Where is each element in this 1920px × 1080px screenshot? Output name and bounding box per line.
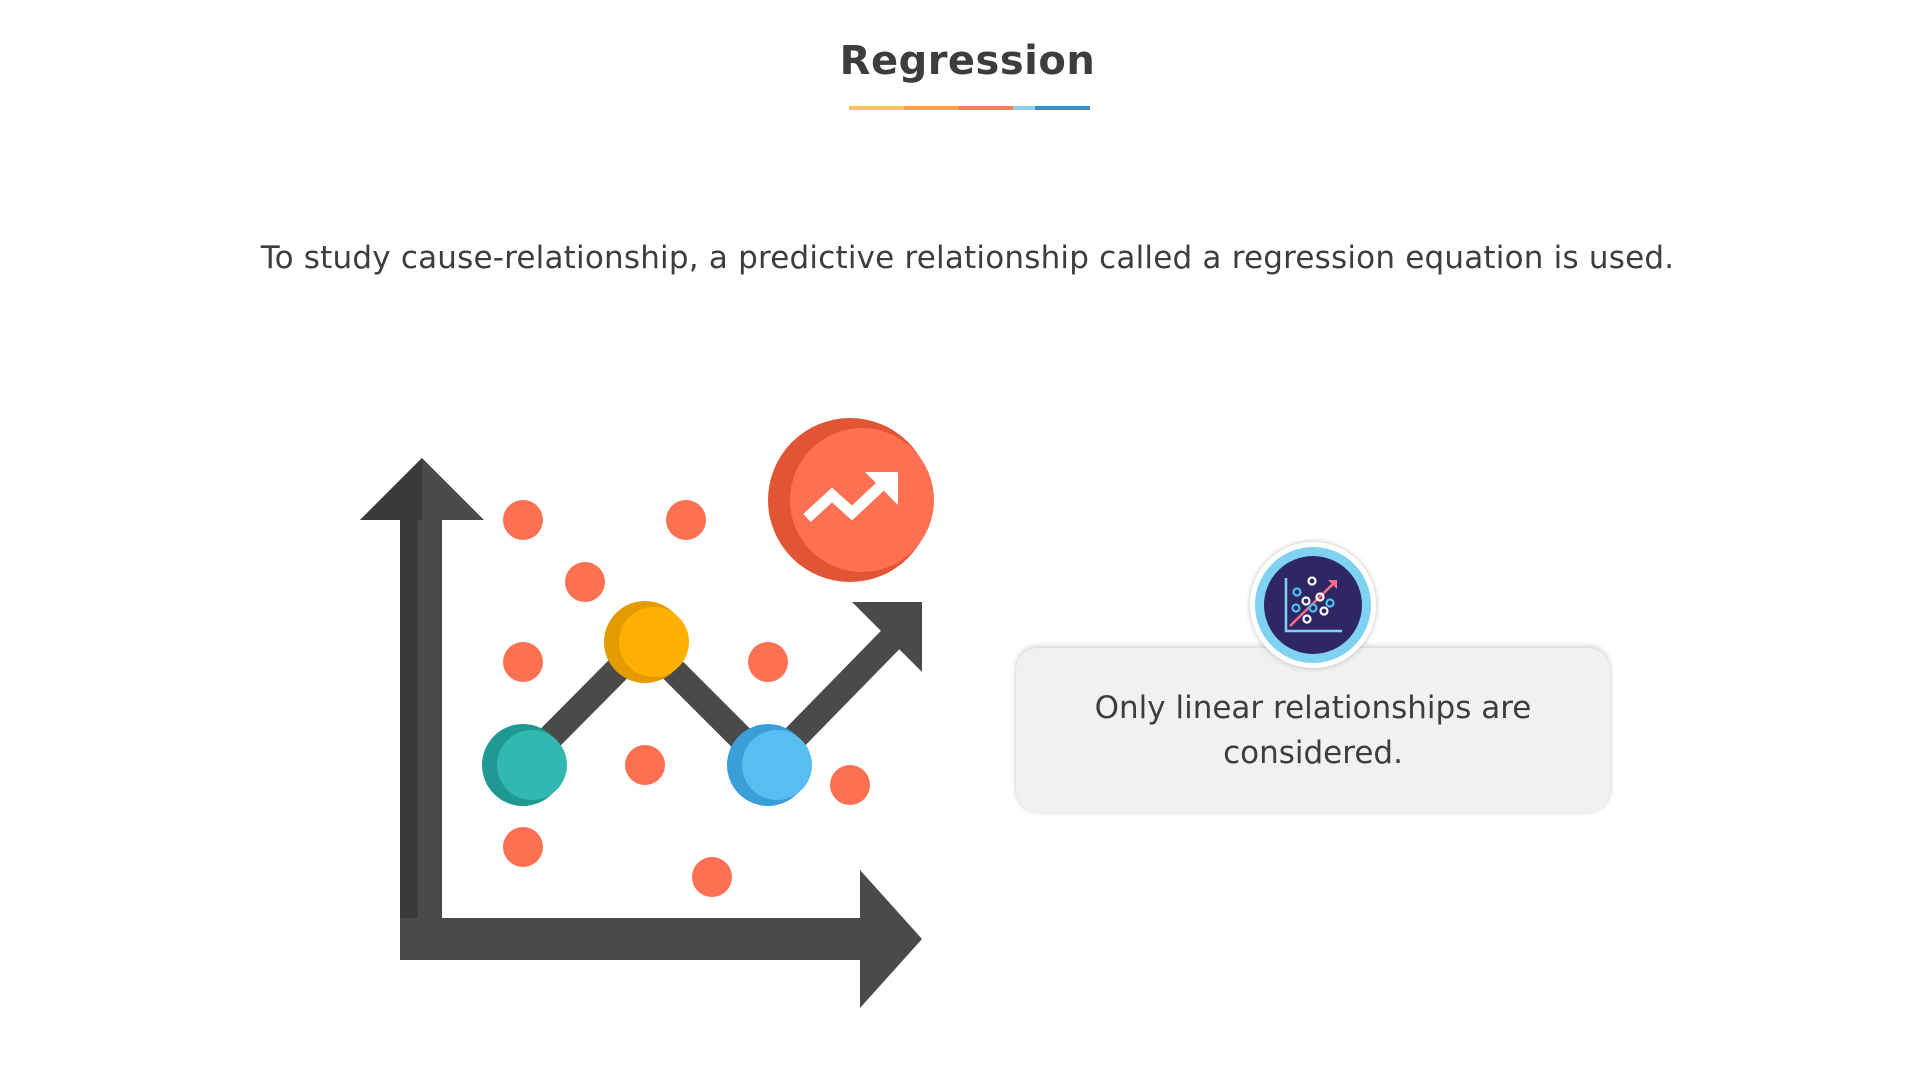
node-yellow <box>604 601 689 683</box>
underline-segment <box>1013 106 1036 110</box>
trending-up-icon <box>768 418 934 582</box>
node-teal <box>482 724 567 806</box>
underline-segment <box>903 106 959 110</box>
underline-segment <box>849 106 904 110</box>
node-blue <box>727 724 812 806</box>
title-underline <box>849 106 1090 110</box>
scatter-plot-icon <box>1250 542 1376 668</box>
scatter-chart-illustration-icon <box>360 418 934 1008</box>
info-card-text: Only linear relationships are considered… <box>1094 690 1532 771</box>
scatter-dots <box>503 500 870 897</box>
y-axis-arrow <box>360 458 484 960</box>
page-title: Regression <box>839 38 1096 84</box>
trend-line <box>513 602 922 784</box>
info-card <box>1016 648 1610 812</box>
description-text: To study cause-relationship, a predictiv… <box>260 240 1675 276</box>
x-axis-arrow <box>400 870 922 1008</box>
underline-segment <box>1035 106 1090 110</box>
underline-segment <box>958 106 1014 110</box>
